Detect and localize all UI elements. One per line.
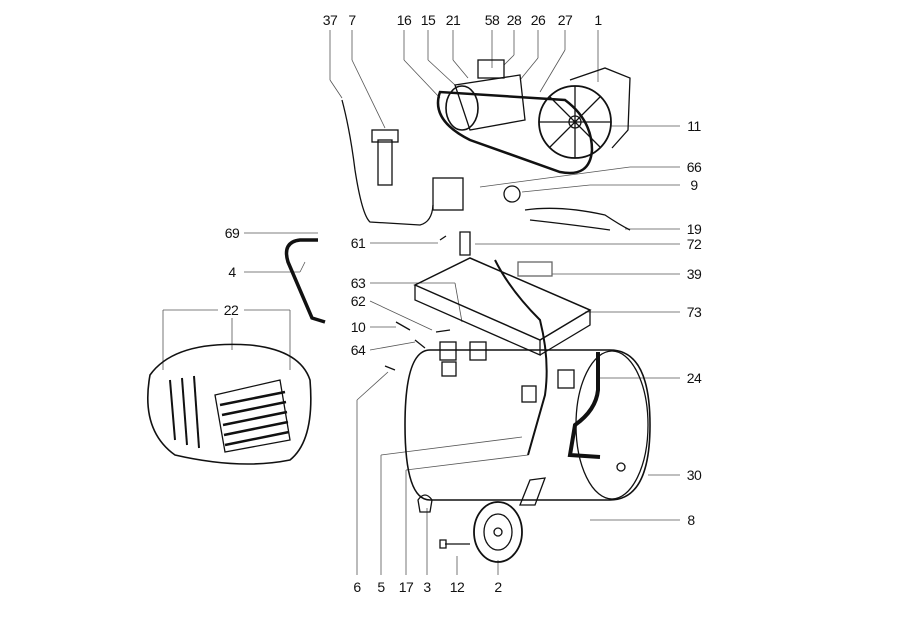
part-label-27: 27: [557, 12, 573, 28]
air-hose: [341, 99, 434, 226]
part-label-9: 9: [690, 177, 698, 193]
part-label-17: 17: [398, 579, 414, 595]
part-label-11: 11: [687, 118, 701, 134]
delivery-pipe: [567, 352, 601, 459]
leader-lines: [162, 30, 680, 575]
part-label-4: 4: [228, 264, 236, 280]
part-label-15: 15: [420, 12, 436, 28]
cord: [524, 207, 631, 231]
handle: [284, 238, 326, 324]
part-label-7: 7: [348, 12, 356, 28]
part-label-28: 28: [506, 12, 522, 28]
part-label-39: 39: [686, 266, 702, 282]
part-label-37: 37: [322, 12, 338, 28]
fittings: [384, 235, 451, 371]
bracket: [459, 231, 471, 256]
part-label-73: 73: [686, 304, 702, 320]
part-label-19: 19: [686, 221, 702, 237]
part-label-69: 69: [224, 225, 240, 241]
part-label-61: 61: [350, 235, 366, 251]
motor: [445, 59, 526, 131]
part-label-64: 64: [350, 342, 366, 358]
part-label-24: 24: [686, 370, 702, 386]
pressure-switch: [432, 177, 464, 211]
bolt: [439, 539, 470, 549]
part-label-10: 10: [350, 319, 366, 335]
belt-guard: [147, 343, 312, 465]
mounting-plate: [413, 257, 592, 356]
air-tank: [404, 341, 651, 506]
part-label-66: 66: [686, 159, 702, 175]
pressure-gauge: [503, 185, 521, 203]
part-label-30: 30: [686, 467, 702, 483]
part-label-12: 12: [449, 579, 465, 595]
part-label-72: 72: [686, 236, 702, 252]
part-label-5: 5: [377, 579, 385, 595]
part-label-22: 22: [223, 302, 239, 318]
part-label-63: 63: [350, 275, 366, 291]
part-label-16: 16: [396, 12, 412, 28]
part-label-58: 58: [484, 12, 500, 28]
foot: [417, 494, 433, 513]
part-label-62: 62: [350, 293, 366, 309]
compressor-pump: [538, 67, 631, 159]
power-cable: [494, 259, 548, 456]
regulator: [371, 129, 399, 186]
part-label-21: 21: [445, 12, 461, 28]
part-label-3: 3: [423, 579, 431, 595]
part-label-6: 6: [353, 579, 361, 595]
part-label-1: 1: [594, 12, 602, 28]
part-label-2: 2: [494, 579, 502, 595]
wheel: [473, 501, 523, 563]
part-label-26: 26: [530, 12, 546, 28]
drive-belt: [436, 90, 594, 175]
part-label-8: 8: [687, 512, 695, 528]
